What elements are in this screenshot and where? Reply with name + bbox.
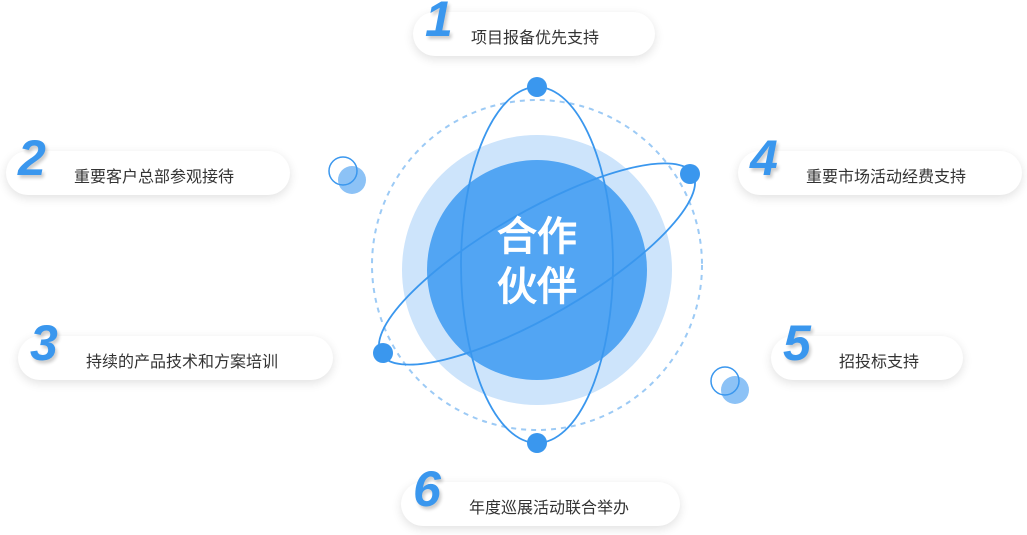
benefit-item-6: 6 年度巡展活动联合举办 bbox=[401, 461, 680, 526]
item-label: 持续的产品技术和方案培训 bbox=[86, 352, 279, 371]
outer-dashed-ring bbox=[371, 99, 703, 431]
center-title-line1: 合作 bbox=[497, 214, 577, 260]
item-label: 重要客户总部参观接待 bbox=[74, 167, 235, 186]
orbit-dot-top bbox=[527, 77, 547, 97]
benefit-item-2: 2 重要客户总部参观接待 bbox=[6, 130, 290, 195]
benefit-item-4: 4 重要市场活动经费支持 bbox=[738, 130, 1022, 195]
item-number: 2 bbox=[18, 130, 46, 186]
core-circle bbox=[427, 160, 647, 380]
item-number: 1 bbox=[425, 0, 453, 47]
item-label: 项目报备优先支持 bbox=[471, 28, 600, 47]
orbit-dot-right bbox=[680, 164, 700, 184]
item-number: 5 bbox=[783, 315, 811, 371]
item-number: 6 bbox=[413, 461, 441, 517]
benefit-item-5: 5 招投标支持 bbox=[771, 315, 963, 380]
deco-bubble-filled bbox=[338, 166, 366, 194]
item-label: 重要市场活动经费支持 bbox=[806, 167, 967, 186]
item-number: 4 bbox=[750, 130, 778, 186]
deco-bubble-ring bbox=[328, 156, 358, 186]
center-title-line2: 伙伴 bbox=[497, 264, 577, 310]
item-number: 3 bbox=[30, 315, 58, 371]
item-label: 招投标支持 bbox=[839, 352, 920, 371]
center-title: 合作 伙伴 bbox=[477, 212, 597, 312]
benefit-item-1: 1 项目报备优先支持 bbox=[413, 0, 655, 56]
orbit-dot-bottom bbox=[527, 433, 547, 453]
item-label: 年度巡展活动联合举办 bbox=[469, 498, 630, 517]
benefit-item-3: 3 持续的产品技术和方案培训 bbox=[18, 315, 333, 380]
deco-bubble-ring bbox=[710, 366, 740, 396]
orbit-dot-left bbox=[373, 343, 393, 363]
